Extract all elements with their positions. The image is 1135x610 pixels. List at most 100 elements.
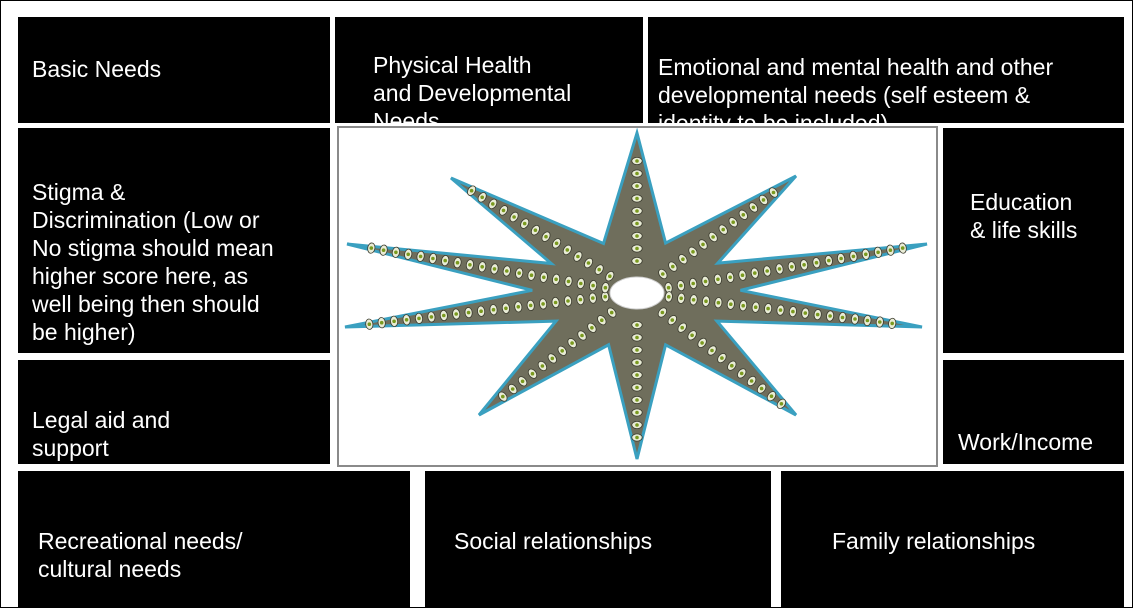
- bead-center: [635, 398, 639, 402]
- recreational-label: Recreational needs/ cultural needs: [38, 528, 243, 582]
- bead-center: [367, 322, 372, 326]
- bead-center: [791, 309, 795, 314]
- bead-center: [560, 349, 564, 353]
- bead-center: [711, 235, 715, 239]
- bead-center: [700, 341, 704, 345]
- bead-center: [667, 295, 671, 299]
- bead-center: [369, 246, 374, 250]
- bead-center: [522, 221, 527, 226]
- bead-center: [753, 305, 758, 309]
- bead-center: [379, 320, 384, 325]
- bead-center: [591, 296, 595, 300]
- legal-aid-box: Legal aid and support: [18, 360, 330, 464]
- star-arm-beads: [467, 185, 615, 282]
- emotional-health-box: Emotional and mental health and other de…: [648, 17, 1124, 136]
- bead-center: [528, 303, 533, 308]
- bead-center: [741, 213, 746, 217]
- bead-center: [417, 316, 421, 321]
- bead-center: [578, 297, 583, 302]
- bead-center: [565, 248, 570, 252]
- bead-center: [542, 275, 546, 280]
- bead-center: [579, 281, 583, 286]
- bead-center: [635, 159, 639, 163]
- bead-center: [480, 195, 484, 200]
- social-relationships-box: Social relationships: [425, 471, 771, 607]
- star-arm-beads: [664, 242, 907, 294]
- bead-center: [608, 274, 612, 278]
- bead-center: [679, 296, 683, 301]
- bead-center: [827, 258, 831, 263]
- bead-center: [803, 311, 808, 315]
- physical-health-label: Physical Health and Developmental Needs: [373, 52, 572, 134]
- bead-center: [900, 246, 905, 250]
- bead-center: [671, 264, 675, 269]
- bead-center: [492, 267, 497, 271]
- star-diagram: [344, 128, 928, 460]
- bead-center: [554, 241, 559, 246]
- bead-center: [580, 333, 584, 338]
- bead-center: [741, 303, 745, 308]
- bead-center: [728, 275, 732, 280]
- bead-center: [442, 313, 446, 318]
- bead-center: [443, 258, 447, 263]
- star-arm-beads: [498, 307, 617, 402]
- bead-center: [504, 306, 508, 311]
- education-label: Education & life skills: [970, 189, 1078, 243]
- bead-center: [429, 315, 434, 319]
- physical-health-box: Physical Health and Developmental Needs: [335, 17, 643, 134]
- bead-center: [455, 260, 460, 265]
- bead-center: [853, 317, 857, 321]
- bead-center: [609, 310, 614, 315]
- bead-center: [392, 319, 396, 324]
- bead-center: [730, 363, 734, 368]
- bead-center: [753, 271, 757, 275]
- bead-center: [406, 252, 410, 257]
- bead-center: [540, 364, 545, 368]
- legal-aid-label: Legal aid and support: [32, 407, 171, 461]
- bead-center: [418, 254, 423, 259]
- bead-center: [777, 267, 782, 271]
- bead-center: [716, 300, 721, 305]
- bead-center: [541, 302, 545, 306]
- bead-center: [701, 242, 705, 247]
- family-relationships-box: Family relationships: [781, 471, 1124, 607]
- stigma-box: Stigma & Discrimination (Low or No stigm…: [18, 128, 330, 353]
- recreational-box: Recreational needs/ cultural needs: [18, 471, 410, 607]
- bead-center: [660, 310, 665, 315]
- bead-center: [591, 283, 595, 288]
- bead-center: [661, 272, 665, 276]
- bead-center: [550, 356, 555, 361]
- bead-center: [635, 360, 639, 365]
- bead-center: [553, 300, 558, 305]
- bead-center: [404, 318, 409, 322]
- bead-center: [635, 373, 639, 377]
- bead-center: [691, 281, 695, 286]
- bead-center: [751, 205, 756, 210]
- basic-needs-label: Basic Needs: [32, 56, 162, 82]
- bead-center: [505, 269, 509, 273]
- bead-center: [761, 198, 766, 202]
- bead-center: [510, 387, 515, 391]
- bead-center: [679, 283, 683, 288]
- bead-center: [635, 385, 639, 390]
- bead-center: [635, 184, 639, 188]
- bead-center: [576, 254, 580, 259]
- bead-center: [851, 254, 856, 259]
- bead-center: [666, 285, 671, 290]
- bead-center: [716, 277, 720, 282]
- bead-center: [454, 312, 458, 316]
- bead-center: [529, 273, 534, 277]
- bead-center: [790, 265, 794, 269]
- bead-center: [394, 250, 398, 255]
- bead-center: [681, 257, 685, 261]
- bead-center: [570, 341, 574, 345]
- work-income-label: Work/Income: [958, 429, 1094, 455]
- bead-center: [828, 314, 832, 318]
- bead-center: [691, 298, 696, 302]
- bead-center: [516, 305, 521, 309]
- bead-center: [381, 248, 386, 252]
- bead-center: [635, 323, 639, 327]
- bead-center: [876, 250, 880, 255]
- basic-needs-box: Basic Needs: [18, 17, 330, 123]
- bead-center: [635, 221, 639, 226]
